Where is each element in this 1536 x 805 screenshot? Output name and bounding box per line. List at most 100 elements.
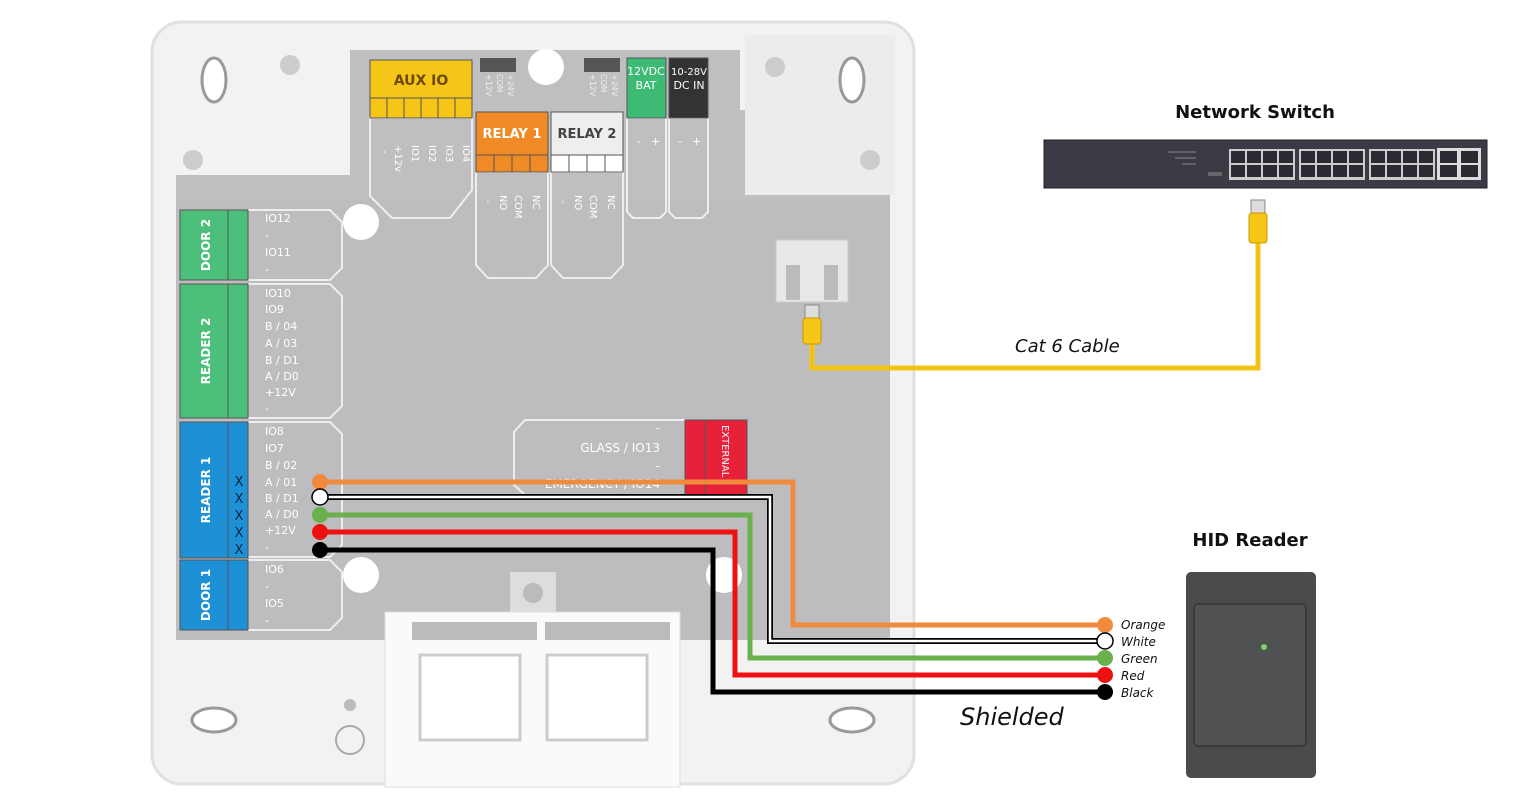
wire-label-white: White	[1121, 635, 1156, 649]
door-2-label: DOOR 2	[199, 219, 213, 271]
pin-label: IO10	[265, 287, 291, 300]
jumper-label: +12V	[484, 74, 493, 97]
uplink-port	[1440, 165, 1457, 177]
switch-port	[1231, 151, 1245, 163]
switch-ports	[1229, 148, 1481, 180]
used-pin-mark: X	[235, 475, 244, 490]
pin-label: +12V	[265, 386, 296, 399]
reader-wires: Orange White Green Red Black Shielded	[311, 474, 1165, 731]
switch-port	[1301, 151, 1315, 163]
switch-port	[1333, 151, 1347, 163]
wire-label-black: Black	[1121, 686, 1155, 700]
switch-port	[1349, 165, 1363, 177]
wire-ends	[311, 474, 1114, 700]
pin-label: IO11	[265, 246, 291, 259]
wire-red	[320, 529, 1105, 678]
wire-label-green: Green	[1121, 652, 1158, 666]
wire-label-orange: Orange	[1121, 618, 1165, 632]
switch-port	[1231, 165, 1245, 177]
switch-port	[1349, 151, 1363, 163]
wire-green	[320, 512, 1105, 661]
switch-port	[1279, 165, 1293, 177]
wire-orange	[320, 479, 1105, 628]
pin-label: +12V	[265, 524, 296, 537]
wire-white	[320, 495, 1105, 643]
pin-label: -	[656, 459, 660, 473]
dcin-label: 10-28V	[671, 67, 707, 78]
reader-1-label: READER 1	[199, 457, 213, 524]
pin-label: IO9	[265, 303, 284, 316]
bat-label: 12VDC	[627, 65, 665, 78]
aux-io-terminal: AUX IO - +12v IO1 IO2 IO3 IO4	[369, 59, 473, 219]
cat6-cable: Cat 6 Cable	[802, 199, 1268, 371]
pin-label: B / 04	[265, 320, 297, 333]
status-led-icon	[1261, 644, 1267, 650]
pin-label: GLASS / IO13	[580, 441, 660, 455]
pin-label: A / D0	[265, 370, 299, 383]
battery-terminal: 12VDC BAT - +	[626, 57, 667, 219]
switch-port	[1317, 151, 1331, 163]
aux-pin-label: IO1	[409, 145, 420, 162]
bat-label: BAT	[636, 79, 657, 92]
switch-port	[1387, 165, 1401, 177]
dcin-pin-label: +	[692, 135, 701, 148]
switch-port	[1403, 151, 1417, 163]
aux-pin-label: +12v	[392, 145, 403, 172]
pin-label: B / D1	[265, 492, 299, 505]
door-1-terminal: DOOR 1 IO6-IO5-	[179, 559, 343, 631]
pin-label: B / D1	[265, 354, 299, 367]
switch-port	[1279, 151, 1293, 163]
network-switch-title: Network Switch	[1175, 102, 1335, 123]
pin-label: -	[265, 263, 269, 276]
cable-label: Cat 6 Cable	[1015, 336, 1120, 357]
jumper-label: +24V	[506, 74, 515, 97]
pin-label: B / 02	[265, 459, 297, 472]
shielded-label: Shielded	[960, 703, 1065, 731]
hid-reader: HID Reader	[1186, 530, 1316, 778]
switch-port	[1403, 165, 1417, 177]
used-pin-mark: X	[235, 492, 244, 507]
relay-pin-label: -	[482, 200, 493, 204]
rj45-connector-icon	[1248, 199, 1268, 244]
relay-pin-label: NO	[497, 195, 508, 210]
relay-pin-label: COM	[512, 195, 523, 218]
reader-2-terminal: READER 2 IO10 IO9 B / 04 A / 03 B / D1 A…	[179, 283, 343, 419]
relay-pin-label: NC	[605, 195, 616, 209]
switch-port	[1263, 151, 1277, 163]
relay-2-terminal: RELAY 2 - NO COM NC	[550, 111, 624, 279]
switch-port	[1419, 165, 1433, 177]
aux-pin-label: IO2	[426, 145, 437, 162]
pin-label: IO8	[265, 425, 284, 438]
external-label: EXTERNAL	[719, 425, 730, 478]
pin-label: -	[656, 421, 660, 435]
relay-2-label: RELAY 2	[558, 127, 617, 142]
pin-label: -	[265, 580, 269, 593]
reader-1-terminal: READER 1 X X X X X IO8 IO7 B / 02 A / 01…	[179, 421, 343, 559]
door-2-terminal: DOOR 2 IO12 - IO11 -	[179, 209, 343, 281]
switch-port	[1371, 165, 1385, 177]
pin-label: IO12	[265, 212, 291, 225]
dcin-label: DC IN	[673, 79, 704, 92]
relay-pin-label: NO	[572, 195, 583, 210]
uplink-port	[1440, 151, 1457, 163]
pin-label: IO6	[265, 563, 284, 576]
network-switch: Network Switch	[1043, 102, 1488, 189]
aux-pin-label: IO3	[443, 145, 454, 162]
relay-1-label: RELAY 1	[483, 127, 542, 142]
bat-pin-label: +	[651, 135, 660, 148]
aux-pin-label: IO4	[460, 145, 471, 162]
relay-pin-label: COM	[587, 195, 598, 218]
door-1-label: DOOR 1	[199, 569, 213, 621]
pin-label: A / 01	[265, 476, 297, 489]
relay-jumpers: +12V COM +24V +12V COM +24V	[480, 58, 620, 97]
switch-port	[1371, 151, 1385, 163]
uplink-port	[1461, 151, 1478, 163]
pin-label: -	[265, 229, 269, 242]
used-pin-mark: X	[235, 526, 244, 541]
switch-port	[1247, 151, 1261, 163]
hid-reader-title: HID Reader	[1192, 530, 1307, 551]
pin-label: A / 03	[265, 337, 297, 350]
switch-port	[1387, 151, 1401, 163]
switch-port	[1301, 165, 1315, 177]
